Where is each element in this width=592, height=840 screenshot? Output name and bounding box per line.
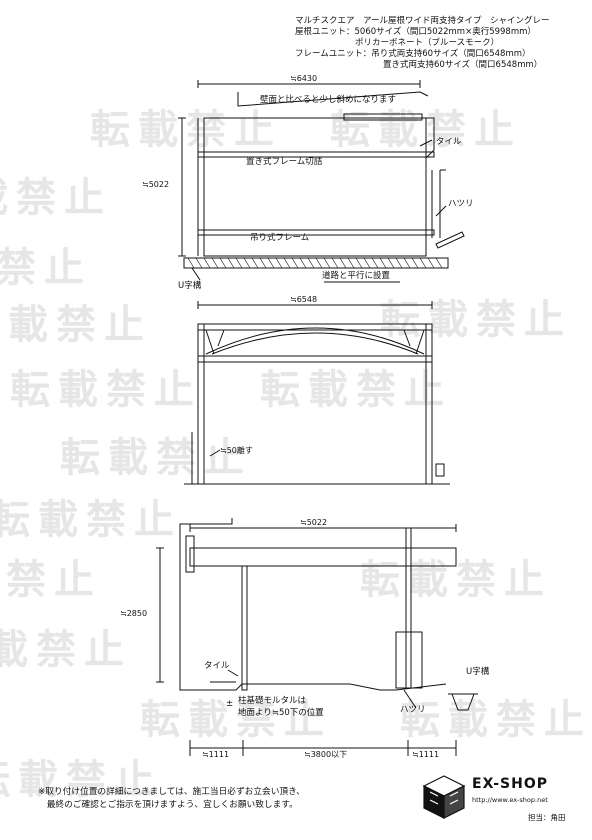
front-dim-gap: ≒50離す [220,446,253,455]
watermark-text: 転載禁止 [0,627,132,673]
plan-label-tile: タイル [436,137,462,147]
exshop-logo-mark [422,775,466,819]
watermark-text: 転載禁止 [0,175,112,221]
plan-label-road: 道路と平行に設置 [322,271,391,281]
watermark-text: 転載禁止 [140,697,332,743]
plan-dim-side: ≒5022 [142,180,170,189]
side-note-mortar-2: 地面より≒50下の位置 [238,708,324,718]
plan-note-wall: 壁面と比べると少し斜めになります [260,95,397,105]
side-dim-left: ≒1111 [202,750,230,759]
plan-view [178,80,465,283]
watermark-text: 転載禁止 [380,297,572,343]
footer-line: 最終のご確認とご指示を頂けますよう、宜しくお願い致します。 [38,800,298,810]
spec-line: ポリカーボネート（ブルースモーク） [355,38,500,48]
front-view [184,301,450,485]
side-label-tile: タイル [204,661,230,671]
watermark-text: 転載禁止 [0,557,102,603]
side-dim-mid: ≒3800以下 [304,750,348,759]
side-view [156,518,478,756]
brand-url[interactable]: http://www.ex-shop.net [472,796,548,804]
spec-line: フレームユニット：吊り式両支持60サイズ（間口6548mm） [295,49,531,59]
spec-block: マルチスクエア アール屋根ワイド両支持タイプ シャイングレー屋根ユニット：506… [295,16,550,71]
watermark-text: 転載禁止 [10,367,202,413]
side-label-hatsuri: ハツリ [400,705,426,715]
plan-label-u-gutter: U字構 [178,281,202,291]
side-label-pm: ± [226,699,234,709]
watermark-text: 転載禁止 [0,497,182,543]
spec-line: 置き式両支持60サイズ（間口6548mm） [383,60,543,70]
plan-label-hatsuri: ハツリ [448,199,474,209]
side-dim-height: ≒2850 [120,609,148,618]
watermark-text: 転載禁止 [360,557,552,603]
plan-label-frame-hung: 吊り式フレーム [250,233,310,243]
person-in-charge: 担当：角田 [528,813,566,822]
spec-line: マルチスクエア アール屋根ワイド両支持タイプ シャイングレー [295,16,550,26]
side-dim-right: ≒1111 [412,750,440,759]
watermark-text: 転載禁止 [0,757,162,803]
side-note-mortar-1: 柱基礎モルタルは [238,696,307,706]
side-dim-width: ≒5022 [300,518,328,527]
watermark-text: 転載禁止 [60,435,252,481]
watermark-text: 転載禁止 [400,697,592,743]
watermark-text: 転載禁止 [260,367,452,413]
watermark-text: 転載禁止 [0,302,152,348]
plan-label-frame-placed: 置き式フレーム切詰 [246,157,323,167]
footer-line: ※取り付け位置の詳細につきましては、施工当日必ずお立会い頂き、 [38,787,305,797]
side-label-u-gutter: U字構 [466,667,490,677]
plan-dim-top: ≒6430 [290,74,318,83]
footer-note: ※取り付け位置の詳細につきましては、施工当日必ずお立会い頂き、 最終のご確認とご… [38,786,305,812]
watermark-text: 転載禁止 [0,245,92,291]
front-dim-top: ≒6548 [290,295,318,304]
spec-line: 屋根ユニット：5060サイズ（間口5022mm×奥行5998mm） [295,27,536,37]
brand-name: EX-SHOP [472,776,548,792]
